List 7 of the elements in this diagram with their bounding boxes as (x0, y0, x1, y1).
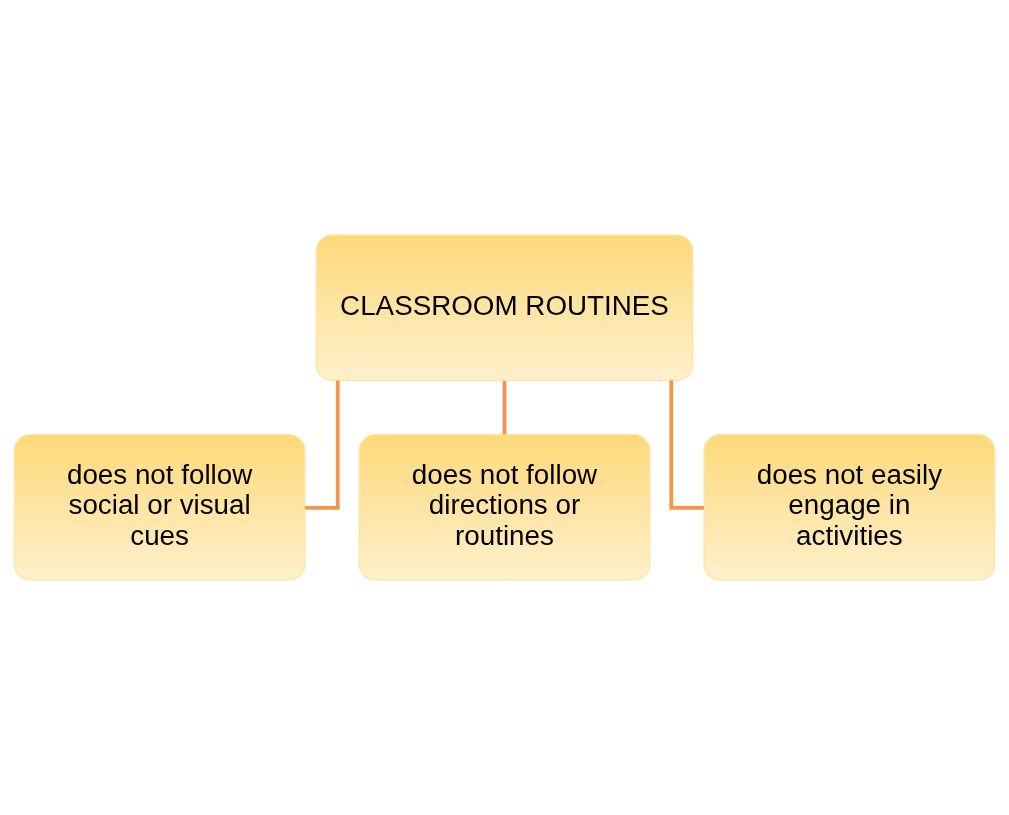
node-box: does not follow directions or routines (358, 434, 651, 581)
connector (305, 380, 340, 510)
connector (502, 380, 507, 435)
connector (669, 380, 704, 510)
node-box: does not follow social or visual cues (13, 434, 306, 581)
node-box: CLASSROOM ROUTINES (315, 234, 694, 381)
node-box: does not easily engage in activities (703, 434, 996, 581)
